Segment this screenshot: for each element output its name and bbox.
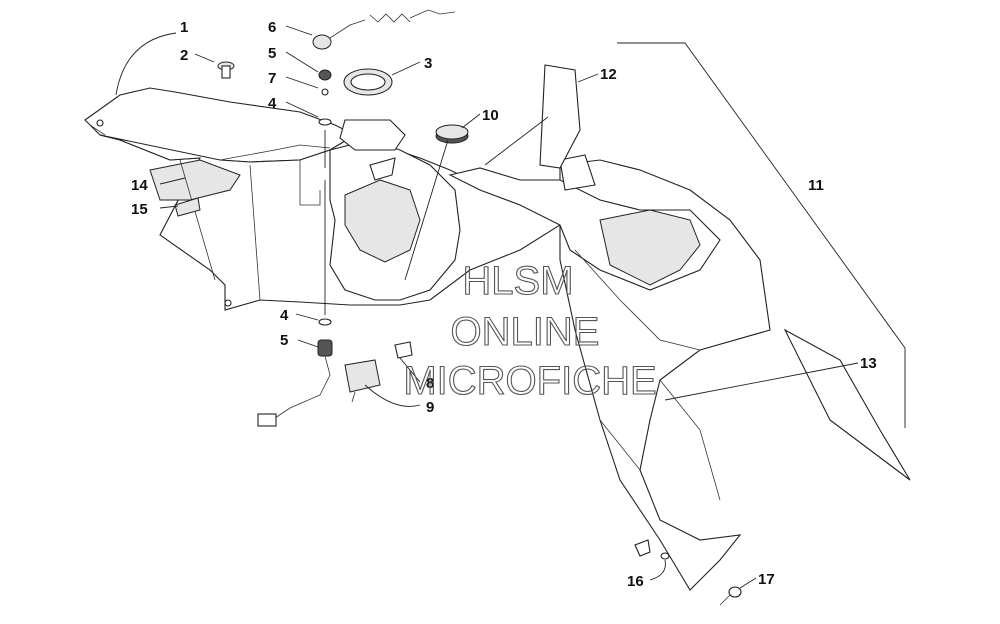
cap-spring-6-part — [312, 9, 456, 50]
callout-12: 12 — [600, 66, 617, 83]
decal-12-part — [539, 64, 581, 169]
callout-16: 16 — [627, 573, 644, 590]
fastener-17-part — [719, 586, 742, 606]
side-panel-part — [448, 154, 771, 591]
callout-14: 14 — [131, 177, 148, 194]
callout-5-bottom: 5 — [280, 332, 288, 349]
module-9-part — [344, 359, 381, 403]
callout-3: 3 — [424, 55, 432, 72]
callout-17: 17 — [758, 571, 775, 588]
watermark-line-1: HLSM — [462, 259, 573, 303]
clip-8-part — [394, 341, 413, 359]
cap-10-part — [435, 124, 469, 144]
decal-15-part — [174, 197, 201, 217]
callout-6: 6 — [268, 19, 276, 36]
callout-15: 15 — [131, 201, 148, 218]
callout-13: 13 — [860, 355, 877, 372]
callout-8: 8 — [426, 375, 434, 392]
washer-7-part — [321, 88, 329, 96]
callout-5-top: 5 — [268, 45, 276, 62]
callout-4-top: 4 — [268, 95, 277, 112]
callout-11: 11 — [808, 177, 824, 194]
filler-ring-3-part — [343, 68, 393, 96]
watermark-line-2: ONLINE — [451, 310, 600, 354]
bracket-11-line — [617, 42, 906, 428]
grommet-5-top-part — [318, 69, 332, 81]
callout-4-bottom: 4 — [280, 307, 289, 324]
callout-9: 9 — [426, 399, 434, 416]
callout-10: 10 — [482, 107, 499, 124]
watermark-line-3: MICROFICHE — [403, 359, 656, 403]
washer-4-top-part — [318, 118, 332, 126]
screw-2-part — [217, 61, 235, 79]
washer-4-bottom-part — [318, 318, 332, 326]
callout-2: 2 — [180, 47, 188, 64]
front-fairing-part — [84, 87, 561, 311]
leader-lines — [115, 25, 859, 589]
callout-1: 1 — [180, 19, 188, 36]
callout-7: 7 — [268, 70, 276, 87]
fastener-16-part — [634, 539, 670, 560]
decal-13-part — [783, 328, 911, 481]
sensor-5-cable-part — [257, 339, 333, 427]
